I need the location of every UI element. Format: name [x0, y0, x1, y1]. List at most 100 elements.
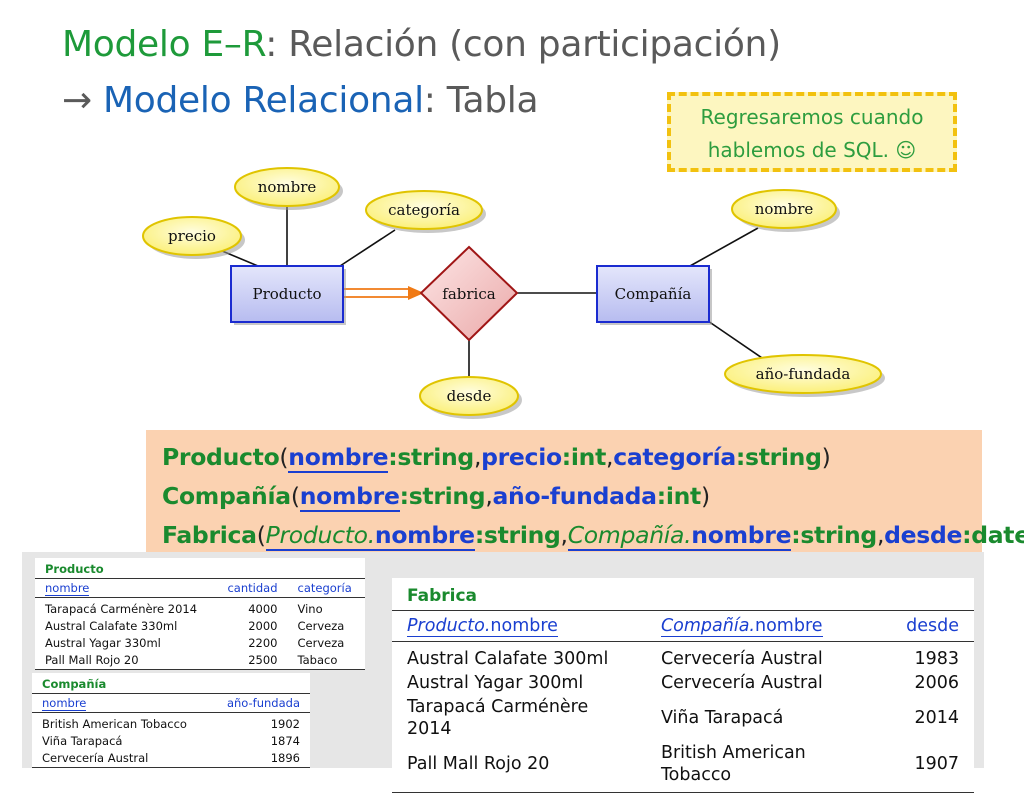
table-cell: Tarapacá Carménère 2014 — [45, 602, 198, 616]
table-producto: Producto nombre cantidad categoría Tarap… — [35, 558, 365, 670]
note-callout: Regresaremos cuando hablemos de SQL. ☺ — [667, 92, 957, 172]
table-header-row: nombre año-fundada — [32, 693, 310, 713]
table-cell: 1907 — [914, 754, 959, 774]
column-header: nombre — [35, 578, 215, 598]
table-cell: 2006 — [914, 673, 959, 693]
schema-fabrica-key-1: Producto.nombre — [265, 521, 475, 551]
column-header-desde: desde — [891, 610, 974, 642]
schema-producto-key: nombre — [288, 443, 389, 473]
attribute-desde — [419, 376, 519, 416]
table-cell: 2000 — [248, 619, 278, 633]
attribute-name: nombre — [374, 521, 475, 549]
attribute-nombre-producto — [234, 167, 340, 207]
table-cell: 1902 — [270, 717, 300, 731]
entity-compania — [596, 265, 710, 323]
table-cell: 2014 — [914, 708, 959, 728]
note-line-1: Regresaremos cuando — [700, 105, 924, 129]
table-row: Viña Tarapacá 1874 — [32, 733, 310, 750]
table-header-row: nombre cantidad categoría — [35, 578, 365, 598]
schema-producto: Producto(nombre:string,precio:int,catego… — [162, 438, 982, 477]
entity-producto-label: Producto — [252, 285, 321, 303]
column-header: categoría — [287, 578, 365, 598]
slide-title-line-2: → Modelo Relacional: Tabla — [62, 80, 539, 121]
type-label: :string — [791, 521, 877, 549]
attribute-categoria — [365, 190, 483, 230]
attribute-name: desde — [884, 521, 963, 549]
table-row: Austral Yagar 330ml 2200 Cerveza — [35, 635, 365, 652]
arrowhead-icon — [408, 286, 424, 300]
table-row: Tarapacá Carménère 2014 4000 Vino — [35, 598, 365, 619]
table-cell: Austral Calafate 300ml — [407, 649, 609, 669]
table-fabrica: Fabrica Producto.nombre Compañía.nombre … — [392, 578, 974, 793]
comma: , — [473, 443, 482, 471]
table-row: Austral Calafate 300ml Cervecería Austra… — [392, 642, 974, 672]
table-cell: Pall Mall Rojo 20 — [407, 754, 550, 774]
schema-compania-key: nombre — [299, 482, 400, 512]
attribute-name: precio — [481, 443, 562, 471]
table-cell: Cervecería Austral — [660, 649, 823, 669]
arrow-icon: → — [62, 80, 104, 121]
table-cell: British American Tobacco — [660, 743, 806, 785]
table-cell: 1896 — [270, 751, 300, 765]
table-cell: Cerveza — [297, 636, 345, 650]
table-cell: 2500 — [248, 653, 278, 667]
table-header-row: Producto.nombre Compañía.nombre desde — [392, 610, 974, 642]
relationship-fabrica — [419, 245, 519, 342]
column-name: nombre — [490, 616, 558, 636]
table-cell: Pall Mall Rojo 20 — [45, 653, 139, 667]
comma: , — [485, 482, 493, 510]
type-label: :int — [561, 443, 607, 471]
table-row: British American Tobacco 1902 — [32, 713, 310, 734]
table-cell: Viña Tarapacá — [42, 734, 123, 748]
attribute-nombre-compania — [731, 189, 837, 229]
table-producto-caption: Producto — [45, 562, 104, 576]
paren-close: ) — [821, 443, 831, 471]
table-cell: 4000 — [248, 602, 278, 616]
schema-fabrica-name: Fabrica — [162, 521, 257, 549]
table-cell: Cerveza — [297, 619, 345, 633]
attribute-name: nombre — [691, 521, 792, 549]
attribute-precio — [142, 216, 242, 256]
er-diagram: Producto Compañía fabrica nombre precio … — [142, 167, 885, 419]
paren-open: ( — [279, 443, 289, 471]
type-label: :int — [656, 482, 702, 510]
reference-prefix: Compañía. — [660, 616, 755, 636]
table-cell: Austral Yagar 330ml — [45, 636, 161, 650]
comma: , — [560, 521, 568, 549]
schema-producto-name: Producto — [162, 443, 280, 471]
type-label: :string — [474, 521, 561, 549]
table-compania: Compañía nombre año-fundada British Amer… — [32, 673, 310, 768]
title-relational-model: Modelo Relacional — [103, 80, 424, 121]
type-label: :string — [388, 443, 474, 471]
table-cell: British American Tobacco — [42, 717, 187, 731]
table-cell: Viña Tarapacá — [660, 708, 784, 728]
attribute-nombre-compania-label: nombre — [755, 200, 814, 218]
paren-open: ( — [290, 482, 300, 510]
comma: , — [876, 521, 885, 549]
attribute-desde-label: desde — [447, 387, 492, 405]
column-header-compania-nombre: Compañía.nombre — [645, 610, 892, 642]
table-row: Cervecería Austral 1896 — [32, 750, 310, 768]
schema-fabrica-key-2: Compañía.nombre — [567, 521, 792, 551]
relationship-fabrica-label: fabrica — [442, 285, 495, 303]
entity-producto — [230, 265, 344, 323]
table-compania-caption: Compañía — [42, 677, 107, 691]
table-cell: 1983 — [914, 649, 959, 669]
table-row: Austral Yagar 300ml Cervecería Austral 2… — [392, 671, 974, 695]
table-cell: Tarapacá Carménère 2014 — [407, 697, 589, 739]
connector-nombre-compania — [689, 227, 759, 267]
table-row: Pall Mall Rojo 20 British American Tobac… — [392, 741, 974, 793]
column-header: cantidad — [214, 578, 288, 598]
type-label: :date — [962, 521, 1024, 549]
attribute-anio-fundada-label: año-fundada — [756, 365, 851, 383]
table-row: Austral Calafate 330ml 2000 Cerveza — [35, 618, 365, 635]
entity-compania-label: Compañía — [615, 285, 692, 303]
column-header-producto-nombre: Producto.nombre — [392, 610, 646, 642]
attribute-precio-label: precio — [168, 227, 216, 245]
table-cell: Cervecería Austral — [660, 673, 823, 693]
attribute-name: categoría — [613, 443, 736, 471]
title-relation-text: : Relación (con participación) — [265, 24, 781, 65]
connector-categoria — [339, 229, 396, 267]
comma: , — [606, 443, 614, 471]
table-cell: Austral Calafate 330ml — [45, 619, 178, 633]
